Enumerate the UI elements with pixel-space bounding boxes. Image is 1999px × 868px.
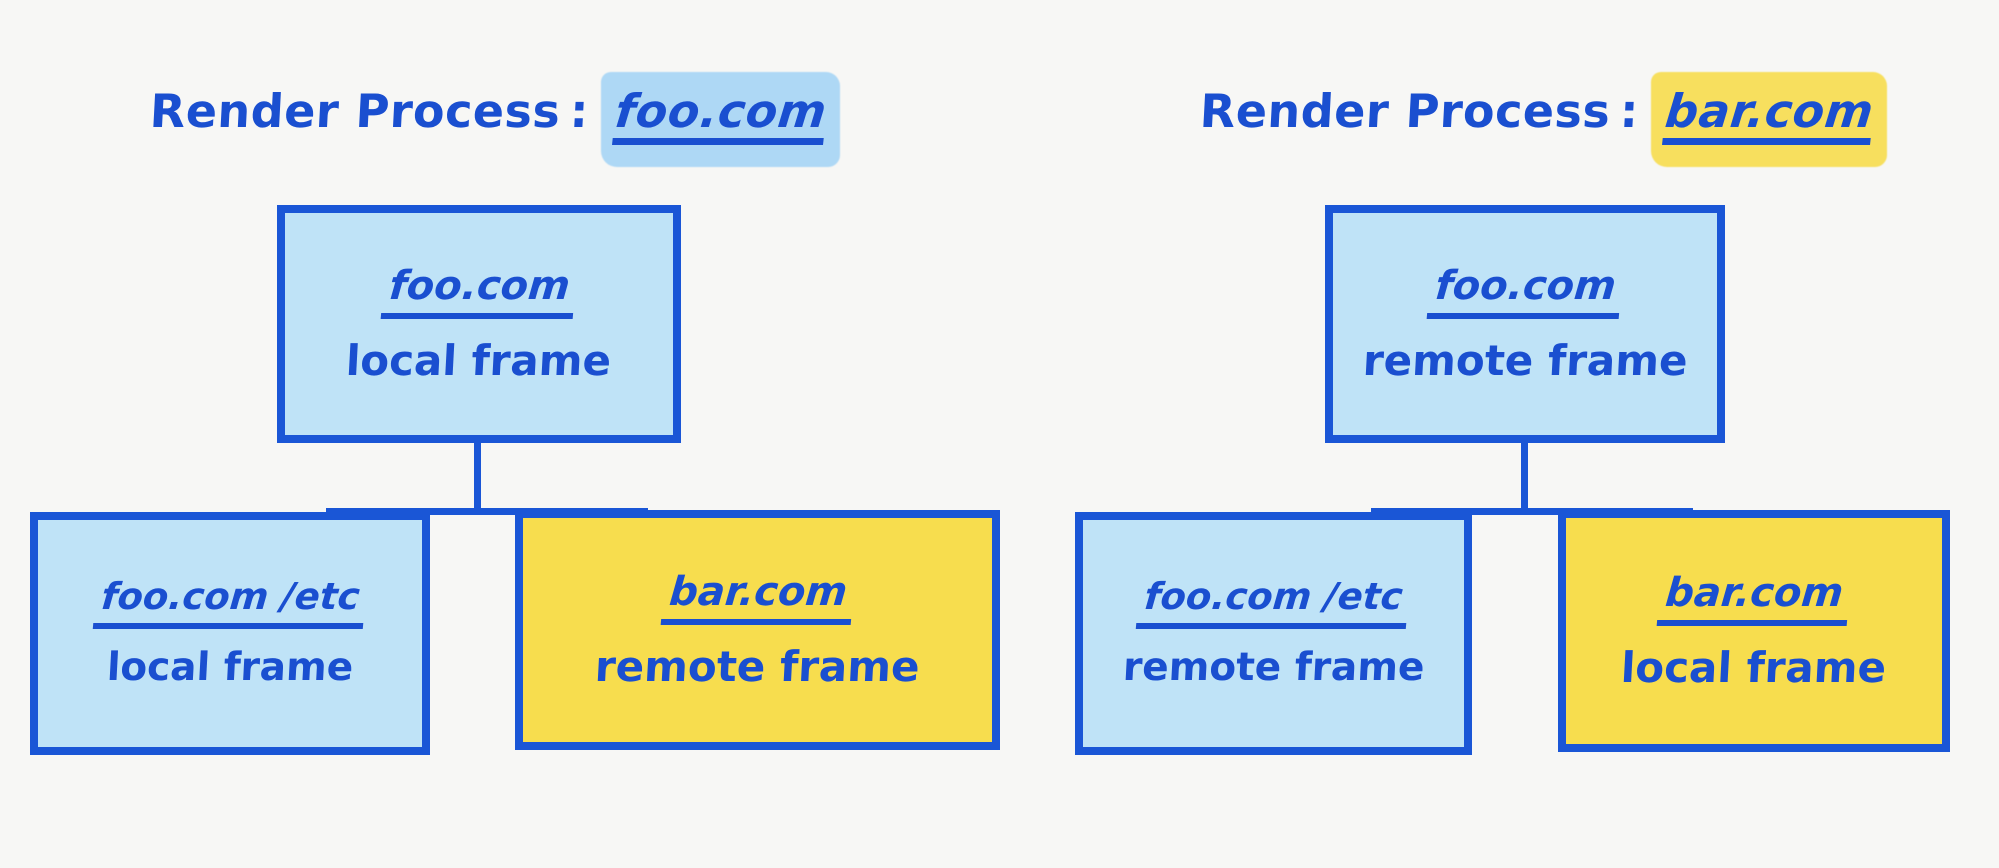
header-origin-highlight: foo.com — [601, 72, 841, 167]
header-separator: : — [569, 84, 591, 138]
frame-type: local frame — [105, 645, 355, 691]
frame-node-root-right[interactable]: foo.com remote frame — [1325, 205, 1725, 443]
frame-type: local frame — [345, 335, 613, 385]
frame-origin: foo.com — [1426, 263, 1624, 319]
frame-node-child1-right[interactable]: foo.com /etc remote frame — [1075, 512, 1472, 755]
connector-bar-right — [1371, 508, 1693, 515]
frame-node-root-left[interactable]: foo.com local frame — [277, 205, 681, 443]
frame-type: remote frame — [593, 641, 922, 691]
connector-root-stem-right — [1521, 438, 1528, 514]
render-process-header-foo: Render Process : foo.com — [148, 72, 841, 167]
connector-root-stem-left — [474, 438, 481, 514]
frame-origin: bar.com — [660, 569, 855, 625]
render-process-label: Render Process — [1198, 84, 1612, 138]
frame-origin: foo.com /etc — [92, 575, 368, 629]
connector-bar-left — [326, 508, 648, 515]
header-separator: : — [1619, 84, 1641, 138]
render-process-label: Render Process — [148, 84, 562, 138]
highlight-swatch-yellow — [1651, 72, 1888, 167]
frame-type: remote frame — [1121, 645, 1426, 691]
frame-origin: bar.com — [1656, 570, 1852, 626]
frame-origin: foo.com — [380, 263, 578, 319]
frame-node-child1-left[interactable]: foo.com /etc local frame — [30, 512, 430, 755]
header-origin-highlight: bar.com — [1651, 72, 1888, 167]
frame-type: remote frame — [1361, 335, 1689, 385]
frame-origin: foo.com /etc — [1136, 575, 1411, 629]
frame-type: local frame — [1620, 642, 1888, 692]
header-origin-bar: bar.com — [1662, 84, 1877, 145]
highlight-swatch-blue — [601, 72, 841, 167]
header-origin-foo: foo.com — [612, 84, 830, 145]
frame-node-child2-right[interactable]: bar.com local frame — [1558, 510, 1950, 752]
render-process-header-bar: Render Process : bar.com — [1198, 72, 1888, 167]
frame-node-child2-left[interactable]: bar.com remote frame — [515, 510, 1000, 750]
